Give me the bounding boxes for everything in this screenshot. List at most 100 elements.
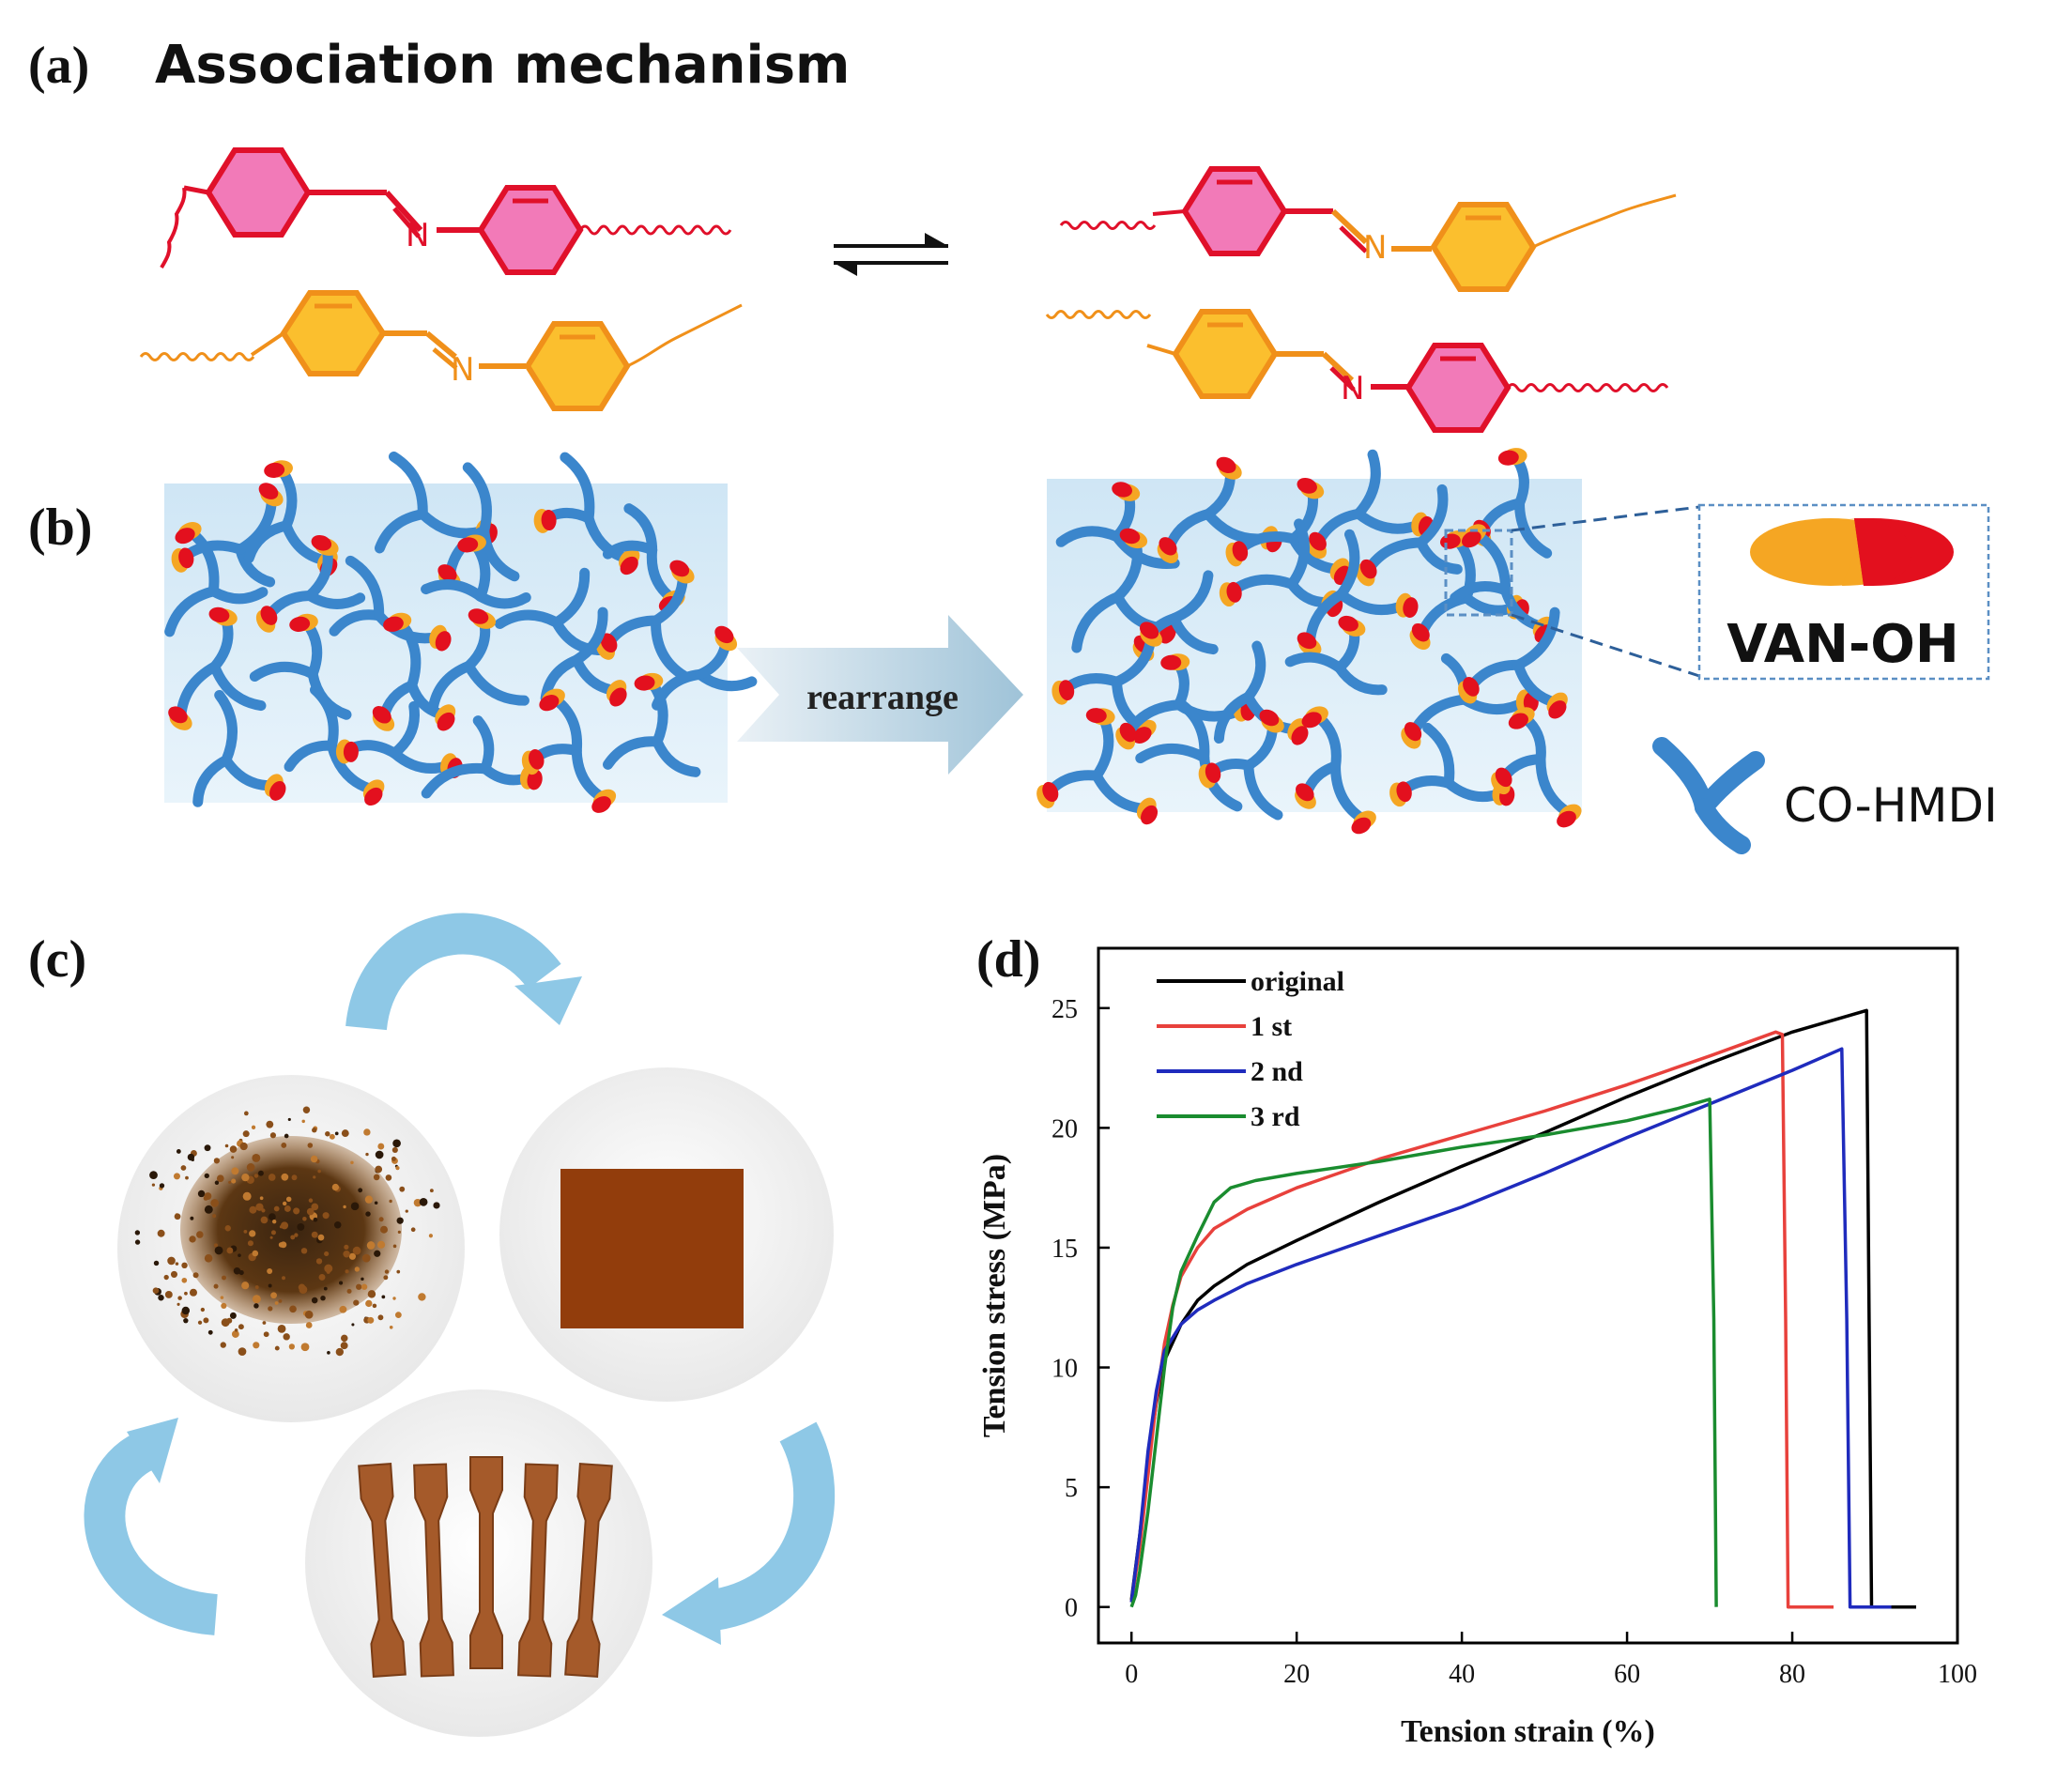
- powder-grain: [263, 1331, 269, 1338]
- powder-grain: [152, 1287, 160, 1295]
- network-strand: [1174, 698, 1210, 763]
- powder-grain: [234, 1328, 238, 1332]
- powder-grain: [341, 1334, 348, 1343]
- powder-grain: [375, 1165, 383, 1174]
- powder-grain: [384, 1269, 390, 1274]
- powder-grain: [306, 1207, 315, 1216]
- powder-grain: [365, 1152, 369, 1157]
- powder-grain: [399, 1186, 406, 1192]
- powder-grain: [315, 1258, 323, 1265]
- crosslink-red: [620, 556, 638, 576]
- powder-grain: [379, 1225, 388, 1234]
- curved-cycle-arrow-icon: [84, 1432, 219, 1635]
- powder-grain: [164, 1291, 173, 1298]
- powder-grain: [313, 1175, 316, 1179]
- powder-grain: [253, 1342, 260, 1349]
- powder-grain: [283, 1333, 290, 1341]
- powder-grain: [233, 1266, 241, 1275]
- powder-grain: [210, 1199, 219, 1207]
- powder-grain: [174, 1213, 181, 1220]
- powder-sample: [134, 1106, 440, 1357]
- powder-grain: [312, 1128, 317, 1133]
- powder-grain: [351, 1323, 355, 1327]
- powder-grain: [268, 1174, 276, 1181]
- crosslink-red: [539, 695, 560, 712]
- powder-grain: [238, 1324, 244, 1330]
- powder-grain: [278, 1299, 283, 1303]
- powder-grain: [281, 1142, 287, 1148]
- powder-grain: [282, 1276, 286, 1281]
- y-axis-label: Tension stress (MPa): [977, 1154, 1012, 1437]
- crosslink-red: [1557, 810, 1576, 828]
- crosslink-red: [1140, 622, 1159, 639]
- powder-grain: [365, 1299, 373, 1308]
- powder-grain: [340, 1342, 348, 1350]
- powder-grain: [361, 1277, 364, 1282]
- powder-grain: [329, 1133, 335, 1140]
- powder-grain: [183, 1317, 189, 1324]
- powder-grain: [287, 1117, 291, 1122]
- dumbbell-specimen: [358, 1463, 407, 1678]
- equilibrium-arrows-icon: [834, 233, 948, 276]
- crosslink-red: [1463, 677, 1480, 697]
- powder-grain: [243, 1229, 248, 1234]
- powder-grain: [396, 1217, 404, 1224]
- crosslink-red: [260, 606, 278, 625]
- powder-grain: [167, 1256, 176, 1266]
- powder-grain: [326, 1269, 330, 1274]
- powder-grain: [204, 1254, 213, 1263]
- powder-grain: [207, 1329, 213, 1335]
- powder-grain: [158, 1295, 164, 1301]
- powder-grain: [322, 1212, 330, 1220]
- powder-grain: [353, 1299, 360, 1306]
- powder-grain: [374, 1250, 381, 1257]
- powder-grain: [180, 1165, 187, 1171]
- crosslink-red: [1042, 781, 1059, 803]
- crosslink-red: [264, 462, 285, 478]
- powder-grain: [239, 1142, 248, 1151]
- powder-grain: [396, 1269, 401, 1274]
- crosslink-red: [669, 560, 690, 577]
- powder-grain: [392, 1297, 396, 1300]
- powder-grain: [376, 1240, 386, 1249]
- powder-grain: [203, 1195, 208, 1201]
- powder-grain: [429, 1189, 434, 1193]
- powder-grain: [222, 1275, 227, 1281]
- crosslink-red: [1058, 680, 1075, 701]
- powder-grain: [221, 1302, 227, 1309]
- crosslink-red: [1508, 713, 1528, 729]
- network-strand: [249, 661, 318, 683]
- powder-grain: [220, 1296, 224, 1299]
- powder-grain: [260, 1216, 269, 1224]
- powder-grain: [323, 1286, 328, 1291]
- powder-grain: [269, 1236, 273, 1239]
- crosslink-red: [1404, 722, 1422, 742]
- legend-entry: original: [1251, 966, 1344, 997]
- powder-grain: [311, 1297, 318, 1304]
- legend-entry: 1 st: [1251, 1011, 1292, 1042]
- powder-grain: [294, 1233, 299, 1237]
- powder-grain: [229, 1312, 237, 1319]
- nitrogen-atom-label: N: [1363, 229, 1387, 267]
- powder-grain: [173, 1173, 180, 1180]
- powder-grain: [397, 1230, 401, 1235]
- film-shading: [560, 1169, 744, 1328]
- crosslink-red: [1296, 783, 1314, 802]
- powder-grain: [238, 1253, 241, 1257]
- powder-grain: [197, 1189, 206, 1198]
- crosslink-red: [168, 706, 188, 724]
- powder-grain: [333, 1220, 342, 1229]
- powder-grain: [226, 1247, 234, 1254]
- powder-grain: [270, 1230, 276, 1236]
- powder-grain: [185, 1175, 189, 1180]
- powder-grain: [285, 1196, 292, 1203]
- crosslink-red: [1216, 456, 1236, 473]
- powder-grain: [308, 1198, 314, 1203]
- powder-grain: [149, 1171, 158, 1180]
- network-strand: [462, 462, 492, 536]
- powder-grain: [391, 1146, 398, 1154]
- crosslink-red: [1297, 477, 1317, 494]
- network-strand: [560, 452, 595, 524]
- network-strand: [651, 615, 689, 682]
- network-strand: [603, 736, 663, 770]
